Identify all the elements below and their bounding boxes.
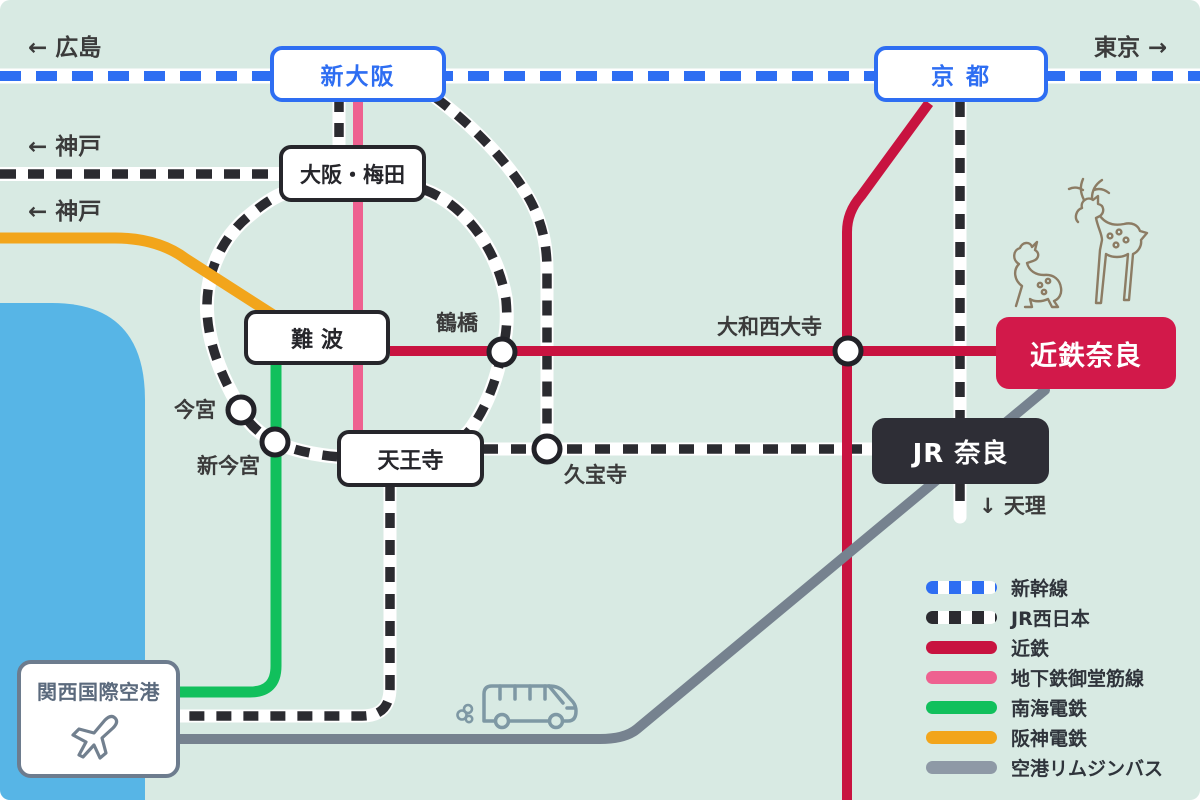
legend-row-nankai: 南海電鉄 <box>926 692 1163 722</box>
station-circles <box>225 335 864 465</box>
legend-row-hanshin: 阪神電鉄 <box>926 722 1163 752</box>
kyuhoji-station-circle <box>531 433 563 465</box>
yamato-saidaiji-station-circle <box>832 335 864 367</box>
legend-row-limousine: 空港リムジンバス <box>926 752 1163 782</box>
station-label-shin-imamiya: 新今宮 <box>197 454 260 478</box>
legend-label: 空港リムジンバス <box>1011 757 1164 780</box>
legend: 新幹線 JR西日本 近鉄 地下鉄御堂筋線 南海電鉄 阪神電鉄 空港リムジンバス <box>926 572 1163 782</box>
hanshin-line <box>0 232 284 324</box>
imamiya-station-circle <box>225 394 257 426</box>
direction-hiroshima: ← 広島 <box>28 35 102 61</box>
station-label-tsuruhashi: 鶴橋 <box>436 311 478 335</box>
station-box-kyoto: 京 都 <box>874 46 1048 102</box>
jr-loop-line <box>199 182 514 464</box>
legend-swatch-shinkansen <box>926 580 997 594</box>
station-label-kyuhoji: 久宝寺 <box>564 463 627 487</box>
legend-label: 南海電鉄 <box>1011 697 1088 720</box>
legend-swatch-limousine <box>926 760 997 774</box>
legend-label: 近鉄 <box>1011 637 1050 660</box>
legend-row-shinkansen: 新幹線 <box>926 572 1163 602</box>
legend-label: 阪神電鉄 <box>1011 727 1088 750</box>
legend-label: 地下鉄御堂筋線 <box>1011 667 1145 690</box>
station-box-kansai-airport: 関西国際空港 <box>17 660 180 778</box>
nankai-line <box>172 356 282 698</box>
legend-swatch-jr-west <box>926 610 997 624</box>
legend-swatch-kintetsu <box>926 640 997 654</box>
direction-kobe-hanshin: ← 神戸 <box>28 199 102 225</box>
station-box-jr-nara: JR 奈良 <box>872 418 1049 484</box>
legend-label: JR西日本 <box>1011 607 1090 630</box>
station-box-shin-osaka: 新大阪 <box>270 46 446 102</box>
direction-tokyo: 東京 → <box>1094 35 1168 61</box>
deer-illustration <box>1013 177 1149 309</box>
airplane-icon <box>70 714 118 760</box>
airport-limousine-bus-icon <box>456 684 578 730</box>
station-label-imamiya: 今宮 <box>174 398 216 422</box>
station-box-kintetsu-nara: 近鉄奈良 <box>996 317 1176 389</box>
legend-label: 新幹線 <box>1011 577 1069 600</box>
tsuruhashi-station-circle <box>486 336 518 368</box>
legend-row-midosuji: 地下鉄御堂筋線 <box>926 662 1163 692</box>
direction-kobe-jr: ← 神戸 <box>28 134 102 160</box>
legend-swatch-midosuji <box>926 670 997 684</box>
limousine-bus-line <box>173 385 1050 744</box>
station-box-namba: 難 波 <box>244 310 390 365</box>
legend-row-jr-west: JR西日本 <box>926 602 1163 632</box>
direction-tenri: ↓ 天理 <box>979 494 1046 518</box>
legend-swatch-nankai <box>926 700 997 714</box>
station-box-tennoji: 天王寺 <box>337 430 484 487</box>
jr-shinosaka-kyuhoji-line <box>429 91 554 456</box>
legend-swatch-hanshin <box>926 730 997 744</box>
station-label-yamato-saidaiji: 大和西大寺 <box>717 315 822 339</box>
shin-imamiya-station-circle <box>259 426 291 458</box>
station-box-osaka-umeda: 大阪・梅田 <box>279 145 426 202</box>
jr-airport-line <box>171 479 397 723</box>
kansai-airport-label: 関西国際空港 <box>37 680 160 704</box>
legend-row-kintetsu: 近鉄 <box>926 632 1163 662</box>
